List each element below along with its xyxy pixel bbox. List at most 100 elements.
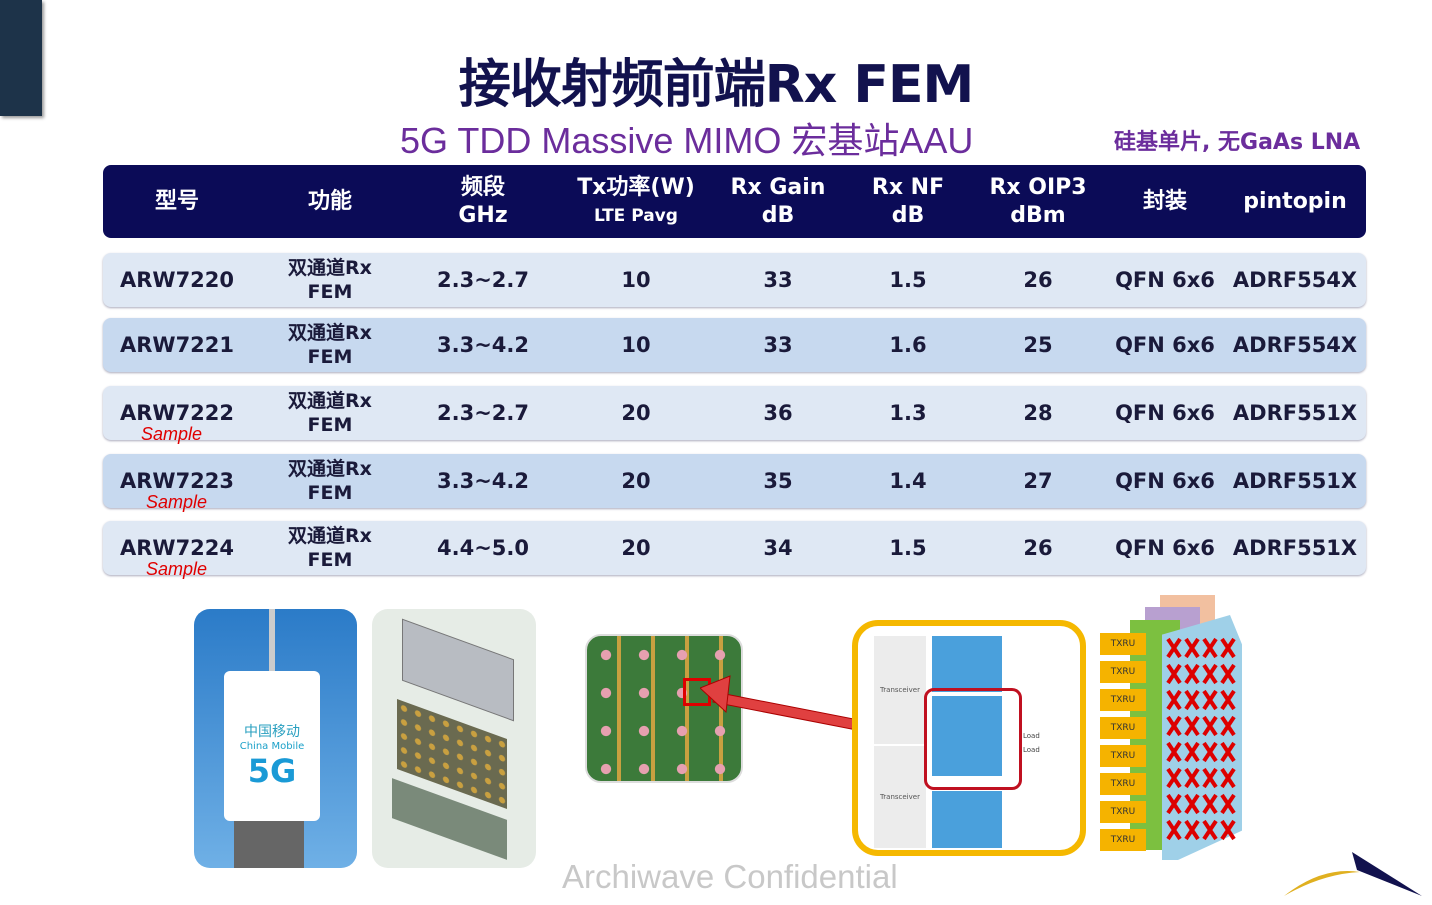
- header-line1: 频段: [460, 174, 505, 200]
- x-mark-icon: [1184, 689, 1200, 711]
- sample-tag: Sample: [141, 424, 203, 444]
- header-line2: dB: [891, 202, 925, 228]
- x-mark-icon: [1220, 637, 1236, 659]
- x-mark-icon: [1202, 715, 1218, 737]
- header-line1: Rx OIP3: [989, 174, 1087, 200]
- model-cell: ARW7222: [119, 401, 235, 425]
- txru-label: TXRU: [1100, 633, 1146, 655]
- model-cell: ARW7220: [119, 268, 235, 292]
- x-mark-icon: [1220, 715, 1236, 737]
- nf-cell: 1.3: [889, 401, 927, 425]
- x-mark-icon: [1184, 819, 1200, 841]
- x-mark-icon: [1184, 741, 1200, 763]
- x-mark-icon: [1166, 793, 1182, 815]
- x-mark-icon: [1184, 663, 1200, 685]
- function-text: 双通道Rx: [288, 458, 372, 480]
- function-text: FEM: [307, 346, 353, 368]
- band-cell: 3.3~4.2: [437, 469, 529, 493]
- pkg-cell: QFN 6x6: [1115, 536, 1215, 560]
- antenna-x-marks: [1166, 637, 1236, 841]
- x-mark-icon: [1220, 741, 1236, 763]
- x-mark-icon: [1166, 715, 1182, 737]
- watermark: Archiwave Confidential: [562, 858, 898, 895]
- oip3-cell: 28: [1023, 401, 1053, 425]
- x-mark-icon: [1184, 767, 1200, 789]
- header-line1: Rx NF: [871, 174, 945, 200]
- function-text: FEM: [307, 414, 353, 436]
- x-mark-icon: [1166, 689, 1182, 711]
- corner-decoration: [0, 0, 42, 116]
- pkg-cell: QFN 6x6: [1115, 268, 1215, 292]
- band-cell: 3.3~4.2: [437, 333, 529, 357]
- header-line1: pintopin: [1243, 188, 1347, 214]
- load-label: Load: [1023, 746, 1040, 754]
- header-line2: GHz: [458, 202, 508, 228]
- x-mark-icon: [1202, 637, 1218, 659]
- nf-cell: 1.5: [889, 536, 927, 560]
- subtitle: 5G TDD Massive MIMO 宏基站AAU: [400, 120, 974, 161]
- nf-cell: 1.6: [889, 333, 927, 357]
- header-line2: dBm: [1010, 202, 1066, 228]
- function-text: 双通道Rx: [288, 257, 372, 279]
- column-header: pintopin: [1243, 188, 1347, 216]
- function-text: FEM: [307, 549, 353, 571]
- band-cell: 2.3~2.7: [437, 268, 529, 292]
- txru-label: TXRU: [1100, 661, 1146, 683]
- x-mark-icon: [1220, 767, 1236, 789]
- tx-cell: 20: [621, 536, 651, 560]
- column-header: Tx功率(W) LTE Pavg: [577, 174, 695, 230]
- header-line1: 封装: [1142, 188, 1188, 214]
- gain-cell: 33: [763, 268, 793, 292]
- txru-label: TXRU: [1100, 717, 1146, 739]
- pin-cell: ADRF551X: [1232, 469, 1358, 493]
- header-line1: 型号: [154, 188, 200, 214]
- x-mark-icon: [1220, 689, 1236, 711]
- header-line2: dB: [761, 202, 795, 228]
- oip3-cell: 26: [1023, 536, 1053, 560]
- model-cell: ARW7224: [119, 536, 235, 560]
- pkg-cell: QFN 6x6: [1115, 469, 1215, 493]
- header-line2: LTE Pavg: [594, 205, 678, 226]
- x-mark-icon: [1166, 637, 1182, 659]
- pkg-cell: QFN 6x6: [1115, 401, 1215, 425]
- x-mark-icon: [1166, 767, 1182, 789]
- column-header: 型号: [155, 188, 199, 216]
- band-cell: 2.3~2.7: [437, 401, 529, 425]
- function-text: 双通道Rx: [288, 525, 372, 547]
- tx-cell: 20: [621, 469, 651, 493]
- load-label: Load: [1023, 732, 1040, 740]
- sample-tag: Sample: [146, 559, 208, 579]
- tx-cell: 10: [621, 333, 651, 357]
- x-mark-icon: [1220, 819, 1236, 841]
- gain-cell: 34: [763, 536, 793, 560]
- x-mark-icon: [1202, 767, 1218, 789]
- txru-label: TXRU: [1100, 801, 1146, 823]
- model-cell: ARW7221: [119, 333, 235, 357]
- header-line1: Tx功率(W): [577, 174, 695, 200]
- oip3-cell: 26: [1023, 268, 1053, 292]
- x-mark-icon: [1184, 793, 1200, 815]
- x-mark-icon: [1202, 689, 1218, 711]
- x-mark-icon: [1166, 663, 1182, 685]
- nf-cell: 1.4: [889, 469, 927, 493]
- column-header: 功能: [308, 188, 352, 216]
- x-mark-icon: [1202, 741, 1218, 763]
- header-line1: 功能: [307, 188, 353, 214]
- txru-label: TXRU: [1100, 773, 1146, 795]
- x-mark-icon: [1202, 663, 1218, 685]
- txru-label: TXRU: [1100, 829, 1146, 851]
- header-line1: Rx Gain: [730, 174, 826, 200]
- x-mark-icon: [1166, 741, 1182, 763]
